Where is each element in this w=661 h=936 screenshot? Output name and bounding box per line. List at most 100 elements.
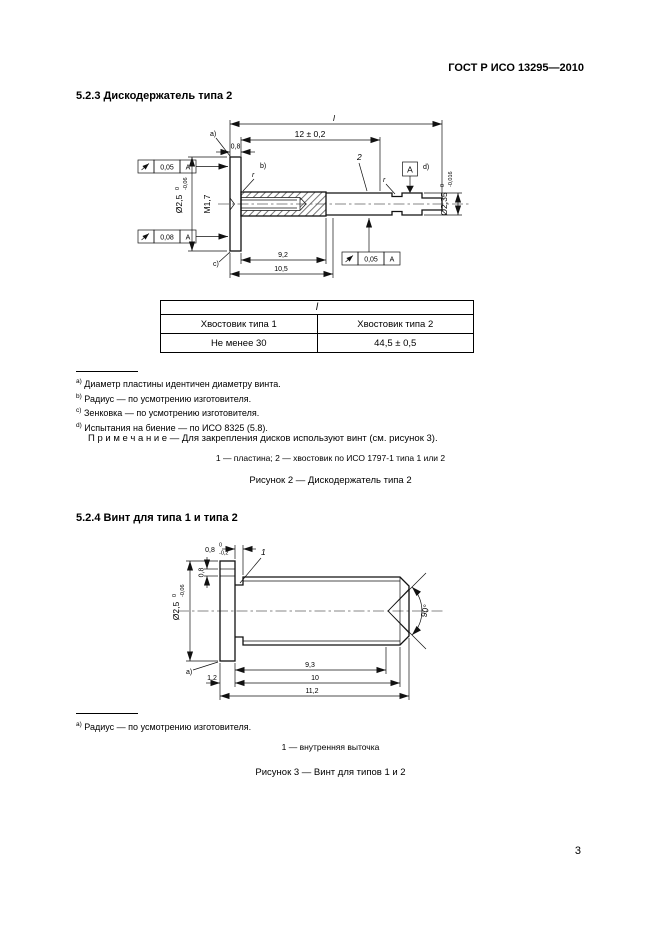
shank-dia-label: Ø2,35 <box>439 192 449 215</box>
datum-target: A d) <box>402 161 429 193</box>
plate-dia-label: Ø2,5 <box>174 195 184 214</box>
table-col2-header: Хвостовик типа 2 <box>316 314 474 334</box>
footnote-b: b) Радиус — по усмотрению изготовителя. <box>76 391 281 406</box>
footnote-c-text: Зенковка — по усмотрению изготовителя. <box>83 408 260 419</box>
note-text: — Для закрепления дисков используют винт… <box>169 433 438 444</box>
frame-top-datum: A <box>186 165 191 172</box>
plate-dia-tol-dn: -0,06 <box>183 177 189 190</box>
footnote-d-text: Испытания на биение — по ИСО 8325 (5.8). <box>84 422 268 433</box>
dim-plate-thickness: 0,8 <box>216 144 255 156</box>
doc-code: ГОСТ Р ИСО 13295—2010 <box>448 62 584 74</box>
dim-112: 11,2 <box>220 638 410 700</box>
footnote-marker-c-callout: c) <box>213 251 231 268</box>
footnote-marker-a-callout: a) <box>186 661 219 676</box>
radius-b-label: r <box>252 172 255 179</box>
dim-head-diameter: Ø2,5 0 -0,06 <box>171 560 218 662</box>
footnote-b-text: Радиус — по усмотрению изготовителя. <box>84 393 252 404</box>
footnote-b-marker: b) <box>76 392 82 400</box>
figure2-legend: 1 — пластина; 2 — хвостовик по ИСО 1797-… <box>215 453 446 463</box>
footnote-d: d) Испытания на биение — по ИСО 8325 (5.… <box>76 420 281 435</box>
table-title-l: l <box>160 300 474 315</box>
dim-label-93: 9,3 <box>305 662 315 669</box>
radius-shank-label: r <box>383 177 386 184</box>
runout-icon <box>345 255 354 263</box>
page-number: 3 <box>574 845 581 857</box>
footnote-marker-b-callout: b) r <box>242 163 266 192</box>
head-dia-label: Ø2,5 <box>171 602 181 621</box>
runout-icon <box>141 233 150 241</box>
footnote-a-marker: a) <box>76 721 82 728</box>
figure2-drawing: A d) l 12 ± 0,2 0,8 a) <box>130 112 475 293</box>
figure2-svg: A d) l 12 ± 0,2 0,8 a) <box>137 113 470 278</box>
frame-bottom-datum: A <box>186 235 191 242</box>
footnote-marker-a: a) <box>186 669 192 676</box>
dim-08-tol-dn: -0,2 <box>219 551 228 557</box>
datum-flag-label: A <box>407 165 413 175</box>
dim-label-112: 11,2 <box>305 688 318 695</box>
dim-label-105: 10,5 <box>274 266 288 273</box>
footnote-a-text: Диаметр пластины идентичен диаметру винт… <box>84 379 281 389</box>
figure3-drawing: 90° 0,8 0 -0,2 1 Ø2,5 <box>160 536 450 709</box>
shank-length-table: l Хвостовик типа 1 Хвостовик типа 2 Не м… <box>160 300 474 353</box>
table-col1-value: Не менее 30 <box>160 333 318 353</box>
dim-plate-diameter: Ø2,5 0 -0,06 <box>174 156 227 252</box>
dim-thread: M1,7 <box>202 194 212 213</box>
footnote-c-marker: c) <box>76 407 82 415</box>
table-col2-value: 44,5 ± 0,5 <box>316 333 474 353</box>
footnote-marker-c: c) <box>213 261 219 268</box>
thread-label: M1,7 <box>202 194 212 213</box>
dim-93: 9,3 <box>234 647 387 687</box>
shank-dia-tol-dn: -0,016 <box>448 171 454 187</box>
part1-label: 1 <box>261 547 266 557</box>
plate-dia-tol-up: 0 <box>175 187 181 190</box>
dim-08-tol-up: 0 <box>219 543 222 549</box>
footnote-c: c) Зенковка — по усмотрению изготовителя… <box>76 405 281 420</box>
part1-callout: 1 <box>239 547 266 584</box>
tolerance-frame-right: 0,05 A <box>341 218 401 266</box>
dim-label-08: 0,8 <box>231 144 241 151</box>
footnote-marker-a: a) <box>210 131 216 138</box>
dim-label-08-side: 0,8 <box>199 568 206 578</box>
footnote-a: a) Диаметр пластины идентичен диаметру в… <box>76 376 281 391</box>
dim-label-12: 12 ± 0,2 <box>295 129 326 139</box>
figure2-footnotes: a) Диаметр пластины идентичен диаметру в… <box>76 376 281 434</box>
part2-label: 2 <box>356 152 362 162</box>
section-5-2-3-title: 5.2.3 Дискодержатель типа 2 <box>76 90 233 102</box>
figure3-svg: 90° 0,8 0 -0,2 1 Ø2,5 <box>171 543 444 700</box>
tolerance-frame-bottom-left: 0,08 A <box>137 229 228 244</box>
figure3-legend: 1 — внутренняя выточка <box>281 742 380 752</box>
dim-slot-width: 0,8 <box>199 557 218 588</box>
dim-label-12: 1,2 <box>207 675 217 682</box>
table-col1-header: Хвостовик типа 1 <box>160 314 318 334</box>
dim-shank-diameter: Ø2,35 0 -0,016 <box>424 171 462 216</box>
note-label: П р и м е ч а н и е <box>88 433 168 444</box>
runout-icon <box>141 163 150 171</box>
dim-undercut-width: 0,8 0 -0,2 <box>205 543 256 575</box>
section-5-2-4-title: 5.2.4 Винт для типа 1 и типа 2 <box>76 512 238 524</box>
dim-label-l: l <box>333 113 336 123</box>
dim-12: 12 ± 0,2 <box>240 129 381 191</box>
footnote-separator <box>76 713 138 714</box>
footnote-marker-a-callout: a) <box>210 131 231 157</box>
footnote-a-marker: a) <box>76 378 82 385</box>
shank-dia-tol-up: 0 <box>440 184 446 187</box>
frame-bottom-value: 0,08 <box>160 235 174 242</box>
frame-top-value: 0,05 <box>160 165 174 172</box>
shank-radius-callout: r <box>383 177 396 195</box>
dim-countersink-angle: 90° <box>387 572 432 650</box>
footnote-marker-d: d) <box>423 164 429 171</box>
footnote-a-text: Радиус — по усмотрению изготовителя. <box>84 722 252 732</box>
tolerance-frame-top: 0,05 A <box>137 159 228 174</box>
dim-92: 9,2 <box>240 218 327 264</box>
frame-right-value: 0,05 <box>364 257 378 264</box>
part-outline <box>229 156 443 252</box>
dim-label-10: 10 <box>311 675 319 682</box>
head-dia-tol-up: 0 <box>172 594 178 597</box>
dim-label-08-top: 0,8 <box>205 547 215 554</box>
part2-callout: 2 <box>356 152 368 192</box>
angle-label: 90° <box>419 603 432 618</box>
part-outline <box>219 560 410 662</box>
dim-105: 10,5 <box>229 218 334 278</box>
figure2-caption: Рисунок 2 — Дискодержатель типа 2 <box>249 475 412 486</box>
